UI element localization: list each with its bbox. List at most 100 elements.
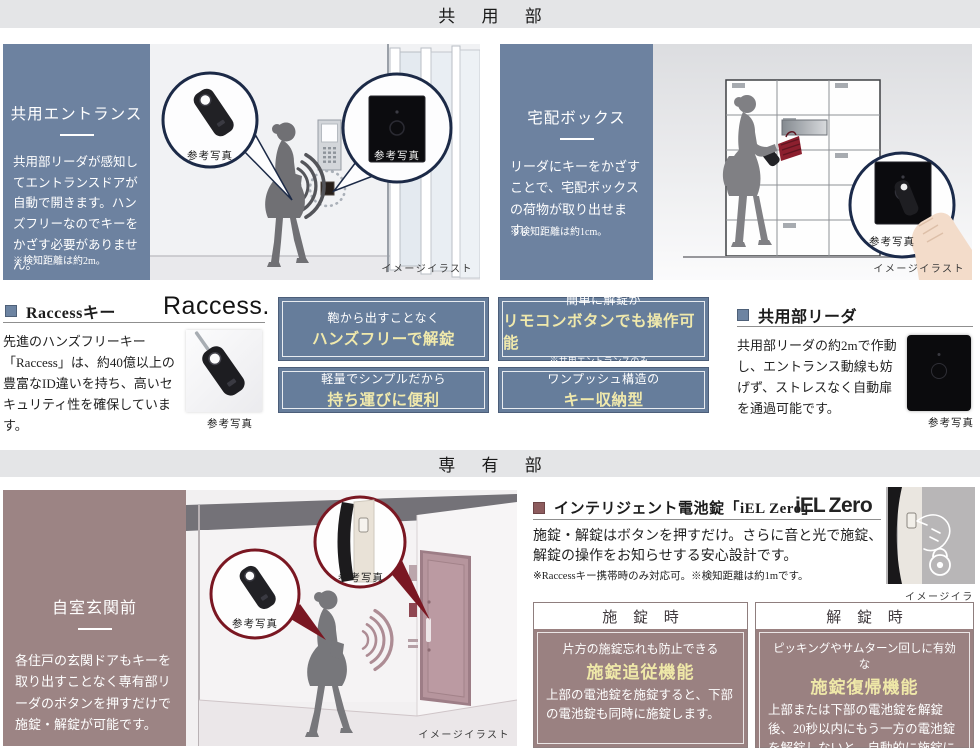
illustration-caption: イメージイラスト bbox=[873, 264, 965, 275]
square-bullet-icon bbox=[533, 501, 545, 514]
lock-box-line1: 片方の施錠忘れも防止できる bbox=[562, 642, 719, 656]
entrance-title-rule bbox=[59, 134, 94, 136]
common-area-band: 共 用 部 bbox=[0, 0, 980, 28]
photo-caption: 参考写真 bbox=[374, 151, 420, 162]
delivery-title-rule bbox=[559, 138, 594, 140]
illustration-caption: イメージイラスト bbox=[381, 264, 473, 275]
lock-box-header: 解 錠 時 bbox=[756, 603, 973, 629]
myroom-illustration bbox=[186, 490, 517, 746]
feature-note: ※共用エントランスのみ。 bbox=[549, 356, 658, 366]
key-callout bbox=[209, 548, 326, 640]
woman-silhouette bbox=[265, 122, 309, 267]
delivery-title: 宅配ボックス bbox=[527, 110, 626, 127]
delivery-note: ※検知距離は約1cm。 bbox=[510, 227, 608, 238]
lock-box-feature: 施錠追従機能 bbox=[586, 663, 695, 682]
lock-box-header: 施 錠 時 bbox=[534, 603, 747, 629]
square-bullet-icon bbox=[5, 305, 17, 317]
feature-line1: 簡単に解錠が bbox=[565, 293, 641, 307]
iel-illustration-panel bbox=[886, 487, 975, 584]
feature-box-lightweight: 軽量でシンプルだから 持ち運びに便利 bbox=[278, 367, 489, 413]
door-reader-callout bbox=[313, 495, 430, 620]
hand-with-key bbox=[894, 180, 972, 280]
private-area-band-title: 専 有 部 bbox=[438, 456, 553, 475]
common-reader-photo bbox=[907, 335, 971, 411]
intercom-panel bbox=[317, 119, 342, 171]
entrance-door bbox=[420, 550, 471, 706]
delivery-illustration bbox=[653, 44, 972, 280]
lock-box-unlocking: 解 錠 時 ピッキングやサムターン回しに有効な 施錠復帰機能 上部または下部の電… bbox=[755, 602, 974, 751]
raccess-section-header: Raccessキー bbox=[5, 299, 116, 323]
raccess-body: 先進のハンズフリーキー「Raccess」は、約40億以上の豊富なID違いを持ち、… bbox=[3, 334, 175, 434]
feature-box-onepush: ワンプッシュ構造の キー収納型 bbox=[498, 367, 709, 413]
lock-box-body: 上部または下部の電池錠を解錠後、20秒以内にもう一方の電池錠を解錠しないと、自動… bbox=[768, 703, 956, 751]
myroom-title: 自室玄関前 bbox=[51, 600, 137, 617]
iel-logo-iel: iEL bbox=[795, 494, 826, 517]
feature-line1: ワンプッシュ構造の bbox=[547, 372, 660, 386]
delivery-label-panel: 宅配ボックス リーダにキーをかざすことで、宅配ボックスの荷物が取り出せます。 ※… bbox=[500, 44, 653, 280]
delivery-body: リーダにキーをかざすことで、宅配ボックスの荷物が取り出せます。 bbox=[510, 159, 641, 239]
entrance-title: 共用エントランス bbox=[10, 106, 143, 123]
feature-line2: ハンズフリーで解錠 bbox=[312, 331, 455, 348]
photo-caption: 参考写真 bbox=[928, 418, 974, 429]
reader-header-title: 共用部リーダ bbox=[758, 309, 858, 326]
photo-caption: 参考写真 bbox=[869, 237, 915, 248]
doorbell-panel bbox=[408, 565, 418, 648]
raccess-logo: Raccess. bbox=[163, 292, 270, 320]
photo-caption: 参考写真 bbox=[187, 151, 233, 162]
entrance-illustration bbox=[150, 44, 480, 280]
entrance-illustration-panel: 参考写真 参考写真 イメージイラスト bbox=[150, 44, 480, 280]
raccess-header-title: Raccessキー bbox=[26, 305, 116, 322]
reader-dot bbox=[937, 353, 941, 357]
photo-caption: 参考写真 bbox=[232, 619, 278, 630]
feature-box-handsfree: 鞄から出すことなく ハンズフリーで解錠 bbox=[278, 297, 489, 361]
iel-body: 施錠・解錠はボタンを押すだけ。さらに音と光で施錠、解錠の操作をお知らせする安心設… bbox=[533, 529, 883, 565]
reader-body: 共用部リーダの約2mで作動し、エントランス動線も妨げず、ストレスなく自動扉を通過… bbox=[737, 338, 897, 417]
feature-box-remote: 簡単に解錠が リモコンボタンでも操作可能 ※共用エントランスのみ。 bbox=[498, 293, 709, 366]
iel-logo-zero: Zero bbox=[828, 494, 873, 517]
key-fob-icon bbox=[194, 331, 245, 396]
feature-line1: 軽量でシンプルだから bbox=[321, 372, 446, 386]
entrance-note: ※検知距離は約2m。 bbox=[13, 256, 106, 267]
myroom-illustration-panel: 参考写真 参考写真 イメージイラスト bbox=[186, 490, 517, 746]
iel-section-header: インテリジェント電池錠「iEL Zero」 bbox=[533, 497, 817, 518]
myroom-body: 各住戸の玄関ドアもキーを取り出すことなく専有部リーダのボタンを押すだけで施錠・解… bbox=[15, 653, 172, 733]
reader-ring bbox=[931, 362, 947, 379]
myroom-title-rule bbox=[77, 628, 112, 630]
woman-silhouette bbox=[305, 590, 353, 737]
feature-line2: 持ち運びに便利 bbox=[327, 392, 440, 409]
radio-waves-icon bbox=[361, 608, 394, 672]
lock-box-locking: 施 錠 時 片方の施錠忘れも防止できる 施錠追従機能 上部の電池錠を施錠すると、… bbox=[533, 602, 748, 748]
lock-box-body: 上部の電池錠を施錠すると、下部の電池錠も同時に施錠します。 bbox=[546, 688, 734, 721]
key-callout bbox=[161, 71, 293, 201]
feature-line2: キー収納型 bbox=[563, 392, 644, 409]
raccess-header-rule bbox=[3, 322, 265, 323]
feature-box-grid: 鞄から出すことなく ハンズフリーで解錠 簡単に解錠が リモコンボタンでも操作可能… bbox=[278, 293, 709, 413]
raccess-key-photo bbox=[186, 330, 262, 412]
square-bullet-icon bbox=[737, 309, 749, 321]
padlock-icon bbox=[929, 547, 951, 576]
feature-line1: 鞄から出すことなく bbox=[327, 311, 440, 325]
common-area-band-title: 共 用 部 bbox=[438, 6, 553, 26]
iel-header-rule bbox=[533, 519, 881, 520]
myroom-label-panel: 自室玄関前 各住戸の玄関ドアもキーを取り出すことなく専有部リーダのボタンを押すだ… bbox=[3, 490, 186, 746]
feature-line2: リモコンボタンでも操作可能 bbox=[503, 313, 696, 352]
lock-box-line1: ピッキングやサムターン回しに有効な bbox=[773, 643, 956, 671]
iel-note: ※Raccessキー携帯時のみ対応可。※検知距離は約1mです。 bbox=[533, 571, 809, 582]
delivery-illustration-panel: 参考写真 イメージイラスト bbox=[653, 44, 972, 280]
key-fob-icon bbox=[193, 88, 234, 137]
photo-caption: 参考写真 bbox=[338, 573, 384, 584]
iel-header-title: インテリジェント電池錠「iEL Zero」 bbox=[554, 501, 818, 517]
lock-box-feature: 施錠復帰機能 bbox=[810, 678, 919, 697]
illustration-caption: イメージイラスト bbox=[418, 730, 510, 741]
entrance-body: 共用部リーダが感知してエントランスドアが自動で開きます。ハンズフリーなのでキーを… bbox=[13, 155, 139, 273]
key-fob-icon bbox=[239, 565, 276, 610]
reader-section-header: 共用部リーダ bbox=[737, 303, 857, 327]
reader-callout bbox=[331, 72, 453, 193]
iel-illustration bbox=[886, 487, 975, 584]
photo-caption: 参考写真 bbox=[207, 419, 253, 430]
entrance-label-panel: 共用エントランス 共用部リーダが感知してエントランスドアが自動で開きます。ハンズ… bbox=[3, 44, 150, 280]
private-area-band: 専 有 部 bbox=[0, 450, 980, 477]
reader-callout bbox=[848, 151, 972, 280]
